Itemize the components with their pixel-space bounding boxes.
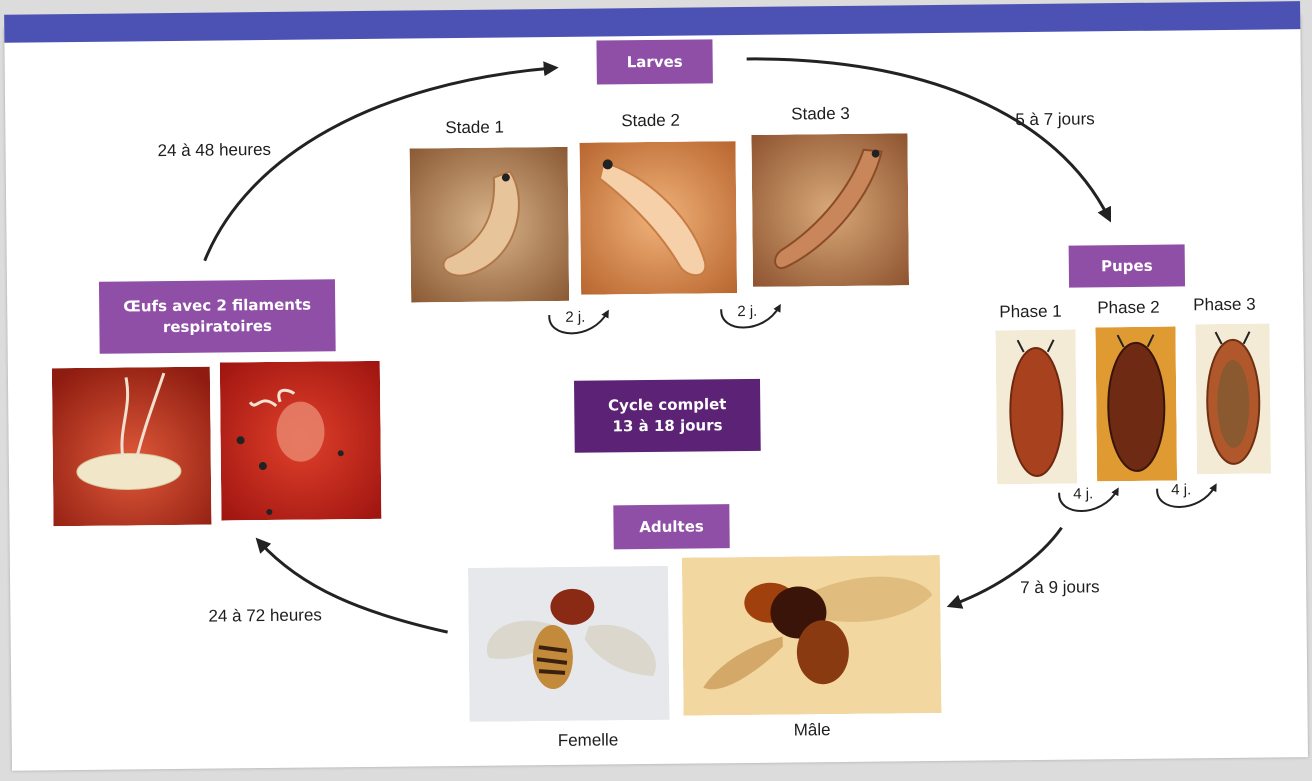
eggs-photo-1 (52, 367, 212, 527)
pupa-phase-3-label: Phase 3 (1193, 295, 1256, 316)
pupa-phase-3-photo (1195, 324, 1271, 475)
pupa-2-duration: 4 j. (1171, 481, 1191, 498)
larva-2-duration: 2 j. (737, 303, 757, 320)
male-label: Mâle (794, 720, 831, 740)
larvae-to-pupae-duration: 5 à 7 jours (1015, 109, 1095, 130)
adults-tag: Adultes (613, 504, 729, 549)
female-label: Femelle (558, 730, 619, 751)
adult-male-photo (682, 555, 942, 716)
pupa-phase-2-photo (1095, 326, 1177, 481)
larva-stage-3-photo (751, 133, 909, 287)
larva-stage-3-label: Stade 3 (791, 104, 850, 125)
larvae-tag: Larves (596, 39, 712, 84)
adults-to-eggs-duration: 24 à 72 heures (208, 605, 322, 626)
larva-1-duration: 2 j. (565, 309, 585, 326)
pupa-phase-1-photo (995, 330, 1077, 485)
pupa-phase-1-label: Phase 1 (999, 302, 1062, 323)
pupae-tag: Pupes (1069, 244, 1185, 287)
eggs-photo-2 (220, 361, 382, 521)
cycle-tag: Cycle complet 13 à 18 jours (574, 379, 761, 453)
larva-stage-2-photo (580, 141, 738, 295)
larva-stage-2-label: Stade 2 (621, 111, 680, 132)
larva-stage-1-photo (410, 147, 570, 303)
eggs-to-larvae-duration: 24 à 48 heures (157, 140, 271, 161)
larva-stage-1-label: Stade 1 (445, 118, 504, 139)
pupae-to-adults-duration: 7 à 9 jours (1020, 577, 1100, 598)
pupa-1-duration: 4 j. (1073, 485, 1093, 502)
eggs-tag: Œufs avec 2 filaments respiratoires (99, 279, 336, 353)
pupa-phase-2-label: Phase 2 (1097, 298, 1160, 319)
adult-female-photo (468, 566, 670, 722)
